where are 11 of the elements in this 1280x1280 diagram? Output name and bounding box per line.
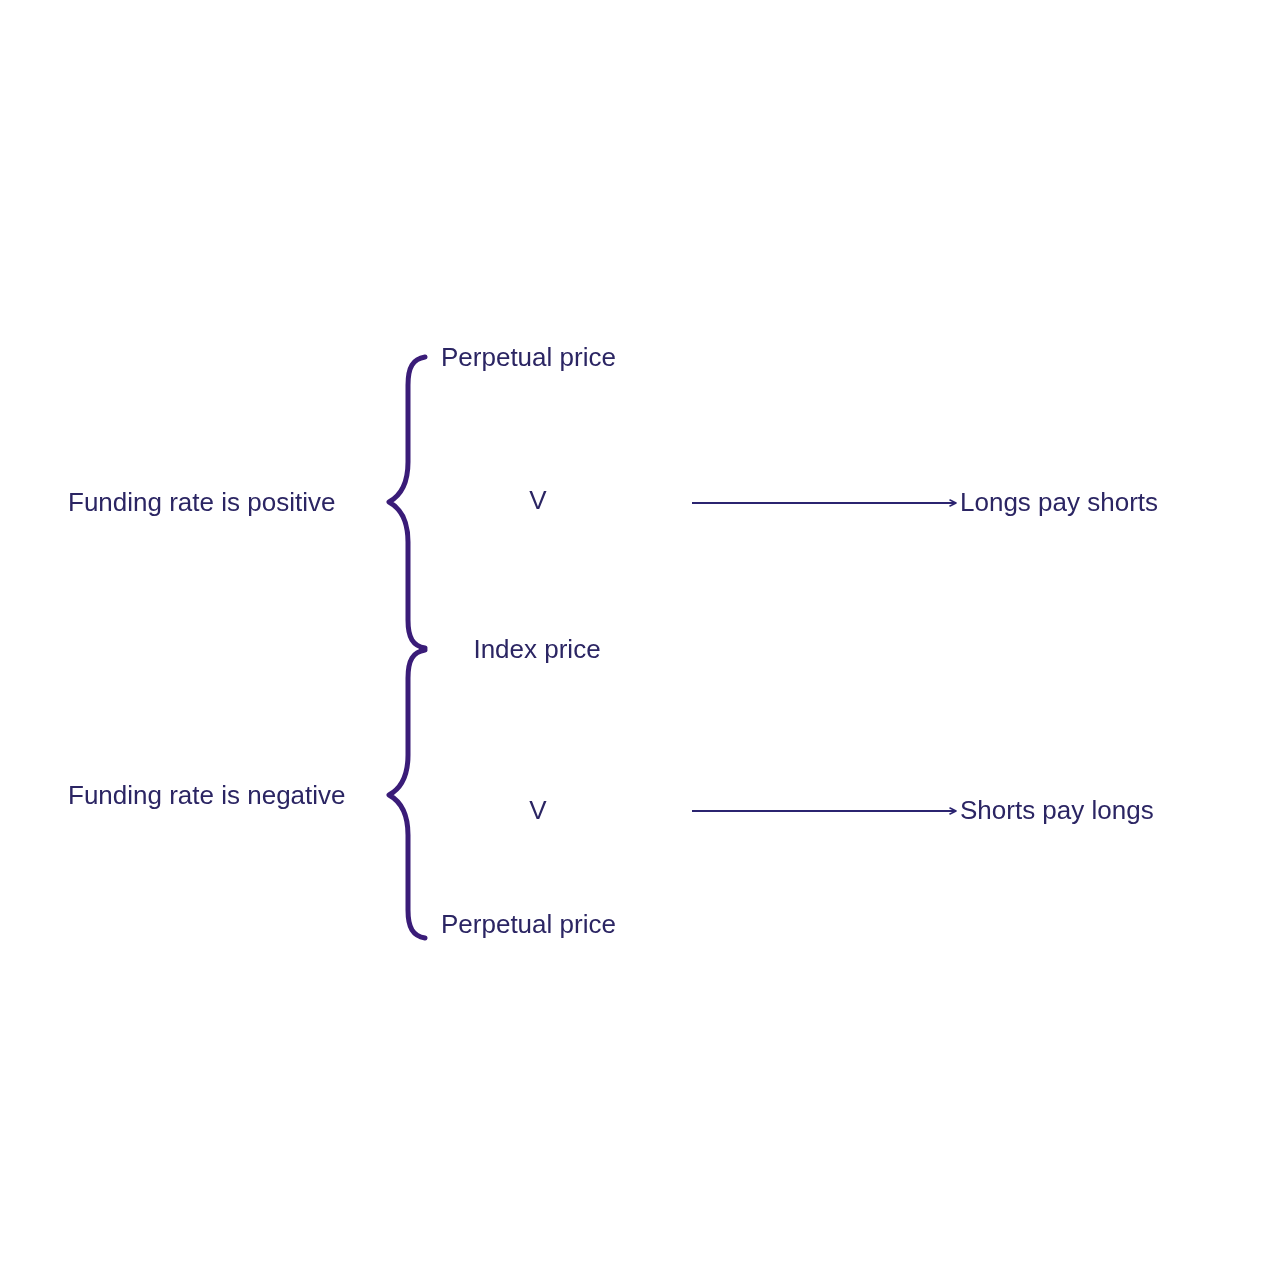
price-label: Index price [473, 634, 601, 664]
price-label: Perpetual price [441, 909, 616, 939]
condition-label: Funding rate is negative [68, 780, 346, 810]
comparison-sign: V [529, 485, 547, 515]
outcome-text: Shorts pay longs [960, 795, 1154, 825]
outcome-text: Longs pay shorts [960, 487, 1158, 517]
arrow [691, 807, 957, 815]
arrow [691, 499, 957, 507]
price-label: Perpetual price [441, 342, 616, 372]
condition-label: Funding rate is positive [68, 487, 336, 517]
comparison-sign: V [529, 795, 547, 825]
